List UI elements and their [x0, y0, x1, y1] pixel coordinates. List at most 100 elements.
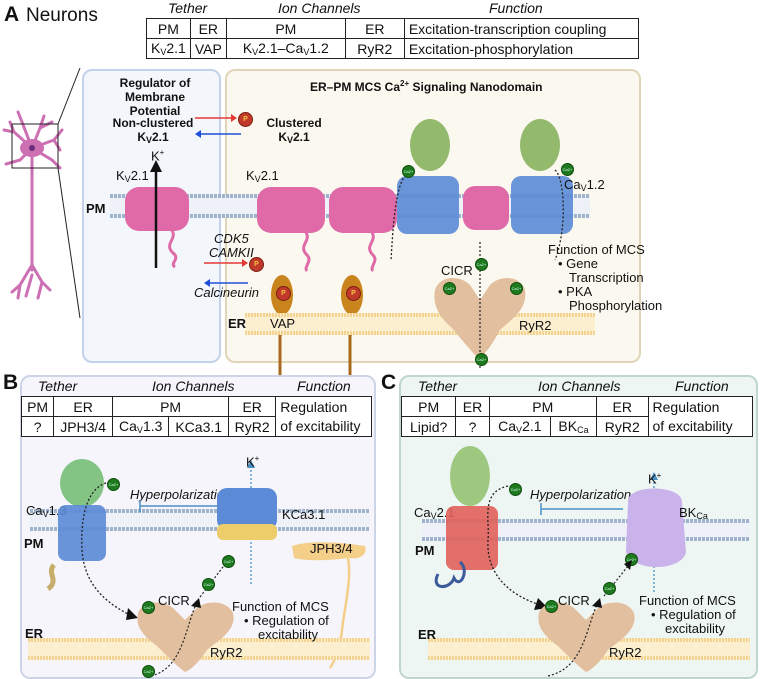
table-row: Lipid? ? CaV2.1 BKCa RyR2 of excitabilit… [400, 416, 754, 437]
ca-ion: Ca2+ [443, 282, 456, 295]
hyperpolarization-label-c: Hyperpolarization [530, 487, 632, 502]
panel-a-header-function: Function [489, 0, 543, 16]
cell-tether-pm: PM [146, 18, 191, 39]
k-ion-label-b: K+ [246, 454, 260, 470]
nonclustered-kv21-label: Non-clustered KV2.1 [112, 116, 194, 145]
panel-a-title: Neurons [26, 5, 98, 26]
cell-ion-er-value: RyR2 [228, 416, 277, 437]
table-row: PM ER PM ER Regulation [400, 396, 754, 417]
ca-ion: Ca2+ [510, 282, 523, 295]
calmodulin [410, 119, 450, 171]
ca-ion: Ca2+ [222, 555, 235, 568]
ryr2-channel-b [137, 598, 234, 677]
bkca-label: BKCa [679, 505, 708, 521]
calmodulin [520, 119, 560, 171]
function-of-mcs-c: Function of MCS • Regulation of excitabi… [639, 593, 736, 636]
cav13-channel [46, 459, 106, 591]
ca-ion: Ca2+ [475, 258, 488, 271]
ca-ion: Ca2+ [475, 353, 488, 366]
k-ion-label-a: K+ [151, 148, 165, 164]
cell-function-2: of excitability [647, 416, 754, 437]
panel-c-table: PM ER PM ER Regulation Lipid? ? CaV2.1 B… [400, 396, 754, 437]
cav12-channel [397, 176, 459, 234]
cell-ion-er: ER [595, 396, 649, 417]
panel-c-header-function: Function [675, 378, 729, 394]
phospho-icon: P [276, 286, 291, 301]
inhibition-line-b [139, 500, 226, 512]
calmodulin [450, 446, 490, 506]
cell-ion-er: ER [228, 396, 277, 417]
panel-c-header-tether: Tether [418, 378, 458, 394]
inhibition-line-c [540, 503, 623, 515]
cell-function-2: Excitation-phosphorylation [403, 38, 639, 59]
phospho-arrows-bottom [204, 259, 248, 287]
function-of-mcs-a: Function of MCS • Gene Transcription • P… [548, 242, 663, 313]
k-ion-label-c: K+ [648, 471, 662, 487]
cell-tether-er: ER [53, 396, 114, 417]
cell-ion-er: ER [344, 18, 405, 39]
ca-ion: Ca2+ [603, 582, 616, 595]
table-row: ? JPH3/4 CaV1.3 KCa3.1 RyR2 of excitabil… [20, 416, 372, 437]
ca-release-arrow-c [603, 560, 632, 597]
panel-c-letter: C [381, 371, 397, 394]
kv21-label-right: KV2.1 [246, 168, 279, 184]
panel-a-table: PM ER PM ER Excitation-transcription cou… [146, 18, 639, 59]
kv21-channel [463, 186, 509, 230]
pm-label-a: PM [86, 201, 106, 216]
ca-ion: Ca2+ [509, 483, 522, 496]
cell-ion-pm: PM [112, 396, 230, 417]
cav21-channel [434, 446, 498, 588]
panel-b-header-tether: Tether [38, 378, 78, 394]
panel-a-header-ion-channels: Ion Channels [278, 0, 361, 16]
cell-function-2: of excitability [275, 416, 372, 437]
nanodomain-title: ER–PM MCS Ca2+ Signaling Nanodomain [310, 79, 543, 94]
regulator-title: Regulator of Membrane Potential [119, 76, 191, 118]
panel-b-header-ion-channels: Ion Channels [152, 378, 235, 394]
phospho-arrows-top [195, 114, 241, 138]
ca-ion: Ca2+ [142, 601, 155, 614]
phospho-icon: P [249, 257, 264, 272]
ryr2-channel-c [538, 598, 635, 677]
cicr-label-b: CICR [158, 593, 190, 608]
k-efflux-arrow [150, 160, 162, 268]
neuron-illustration [2, 67, 81, 319]
cav12-kv21-complex [390, 119, 573, 261]
cell-tether-er: ER [455, 396, 490, 417]
kca31-label: KCa3.1 [282, 507, 326, 522]
ca-ion: Ca2+ [202, 578, 215, 591]
ryr2-label-b: RyR2 [210, 645, 243, 660]
pm-label-b: PM [24, 536, 44, 551]
cell-tether-er-value: VAP [189, 38, 227, 59]
cell-tether-pm: PM [400, 396, 457, 417]
cell-function-1: Regulation [275, 396, 372, 417]
cell-ion-pm: PM [225, 18, 346, 39]
jph34-label: JPH3/4 [310, 541, 353, 556]
clustered-kv21-label: Clustered KV2.1 [266, 116, 322, 145]
cicr-label-a: CICR [441, 263, 473, 278]
cell-ion-pm: PM [488, 396, 597, 417]
function-of-mcs-b: Function of MCS • Regulation of excitabi… [232, 599, 329, 642]
zoom-box [11, 123, 59, 169]
ca-ion: Ca2+ [402, 165, 415, 178]
cell-tether-pm: PM [20, 396, 55, 417]
hyperpolarization-label-b: Hyperpolarization [130, 487, 232, 502]
panel-b-header-function: Function [297, 378, 351, 394]
kv21-channels-clustered [257, 187, 397, 378]
kv21-label-left: KV2.1 [116, 168, 149, 184]
panel-a-letter: A [4, 3, 20, 26]
panel-c-header-ion-channels: Ion Channels [538, 378, 621, 394]
ca-ion: Ca2+ [545, 600, 558, 613]
cell-cav21: CaV2.1 [488, 416, 552, 437]
ca-ion: Ca2+ [107, 478, 120, 491]
cell-function-1: Regulation [647, 396, 754, 417]
kinase-labels: CDK5 CAMKII [209, 231, 254, 260]
cell-tether-er-value: ? [455, 416, 490, 437]
cell-function-1: Excitation-transcription coupling [403, 18, 639, 39]
table-row: PM ER PM ER Excitation-transcription cou… [146, 18, 639, 39]
cell-cav13: CaV1.3 [112, 416, 170, 437]
panel-a-header-tether: Tether [168, 0, 208, 16]
ca-ion: Ca2+ [561, 163, 574, 176]
er-label-b: ER [25, 626, 44, 641]
ryr2-label-a: RyR2 [519, 318, 552, 333]
cell-ion-er-value: RyR2 [344, 38, 405, 59]
